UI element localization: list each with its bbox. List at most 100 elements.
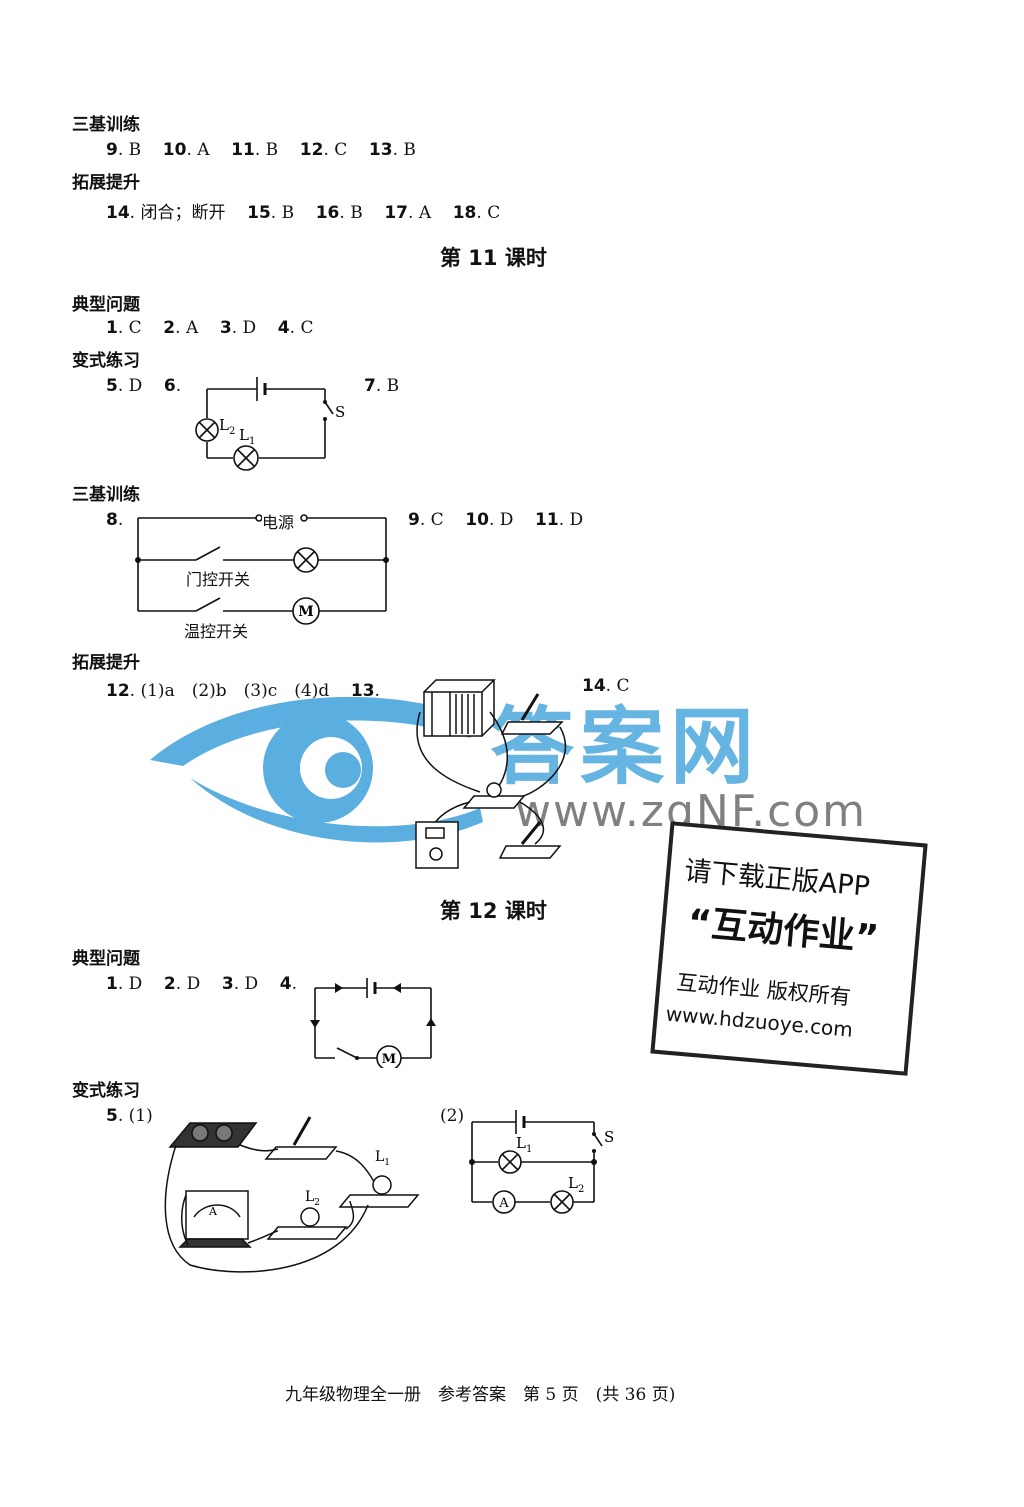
q-number: 6 <box>163 376 176 396</box>
answer: A <box>197 140 210 160</box>
lamp-label-L2: L2 <box>305 1189 320 1208</box>
q-number: 8 <box>106 510 118 530</box>
q-number: 4 <box>279 974 292 994</box>
circuit-diagram-8: M <box>135 514 389 625</box>
q-number: 3 <box>221 974 234 994</box>
q-number: 14 <box>582 676 606 696</box>
answer: D <box>569 510 584 530</box>
q-number: 13 <box>350 681 375 701</box>
answer: C <box>430 510 444 530</box>
q-number: 9 <box>408 510 420 530</box>
answer: A <box>418 203 432 223</box>
section-heading-dianxing-12: 典型问题 <box>72 949 140 969</box>
q-number: 18 <box>452 203 477 223</box>
q-number: 10 <box>162 140 187 160</box>
answer: B <box>403 140 416 160</box>
ammeter-label: A <box>208 1205 218 1218</box>
answer: B <box>281 203 295 223</box>
q-number: 17 <box>384 203 408 223</box>
q-number: 1 <box>106 974 118 994</box>
answer-line-5-6: 5. D 6. <box>106 376 182 396</box>
answer: C <box>616 676 630 696</box>
lesson-12-title: 第 12 课时 <box>440 899 547 923</box>
copyright-stamp: 请下载正版APP “互动作业” 互动作业 版权所有 www.hdzuoye.co… <box>650 821 928 1076</box>
answer: C <box>334 140 348 160</box>
q-number: 4 <box>277 318 290 338</box>
answer: 闭合；断开 <box>140 203 226 223</box>
q-number: 2 <box>163 974 176 994</box>
lamp-label-L1: L1 <box>516 1134 532 1155</box>
q-number: 10 <box>465 510 489 530</box>
q-number: 15 <box>247 203 271 223</box>
answer: B <box>350 203 363 223</box>
answer-line-1-4: 1. C 2. A 3. D 4. C <box>106 318 314 338</box>
circuit-diagram-6: L2 L1 S <box>195 377 345 471</box>
q-number: 5 <box>106 1106 118 1126</box>
temp-switch-label: 温控开关 <box>184 622 249 641</box>
motor-label: M <box>382 1052 396 1067</box>
lamp-label-L2: L2 <box>219 416 235 437</box>
lamp-label-L1: L1 <box>239 426 255 447</box>
answer: (1)a (2)b (3)c (4)d <box>140 681 330 701</box>
q-number: 12 <box>106 681 130 701</box>
answer-line-9-13: 9. B 10. A 11. B 12. C 13. B <box>106 140 416 160</box>
answer: C <box>300 318 314 338</box>
page-footer: 九年级物理全一册 参考答案 第 5 页 (共 36 页) <box>285 1385 676 1405</box>
lamp-label-L2: L2 <box>568 1174 584 1195</box>
q-number: 7 <box>364 376 376 396</box>
answer: B <box>386 376 400 396</box>
answer-line-1-4-12: 1. D 2. D 3. D 4. <box>106 974 298 994</box>
q-number: 16 <box>315 203 340 223</box>
lamp-label-L1: L1 <box>375 1149 390 1168</box>
answer: B <box>128 140 142 160</box>
ammeter-label: A <box>498 1196 509 1211</box>
q-number: 14 <box>106 203 130 223</box>
q-number: 3 <box>219 318 232 338</box>
section-heading-sanji: 三基训练 <box>72 115 140 135</box>
answer: C <box>487 203 501 223</box>
stamp-line-2: “互动作业” <box>686 902 881 960</box>
lesson-11-title: 第 11 课时 <box>440 246 547 270</box>
answer-line-9-11: 9. C 10. D 11. D <box>408 510 584 530</box>
circuit-diagram-12-4: M <box>310 978 436 1068</box>
section-heading-sanji-11: 三基训练 <box>72 485 140 505</box>
circuit-diagram-12-5-2: L1 L2 S A <box>469 1110 614 1214</box>
answer-line-14: 14. C <box>582 676 630 696</box>
power-source-label: 电源 <box>262 509 295 533</box>
switch-label-S: S <box>604 1128 614 1146</box>
watermark-logo <box>150 696 483 843</box>
q-number: 1 <box>106 318 118 338</box>
answer-line-5-12: 5. (1) <box>106 1106 153 1126</box>
answer: D <box>242 318 257 338</box>
answer: D <box>128 974 143 994</box>
section-heading-dianxing: 典型问题 <box>72 295 140 315</box>
motor-label: M <box>298 604 314 620</box>
answer-line-8: 8. <box>106 510 124 530</box>
switch-label-S: S <box>335 403 345 421</box>
answer-line-14-18: 14. 闭合；断开 15. B 16. B 17. A 18. C <box>106 203 501 223</box>
answer: D <box>186 974 201 994</box>
section-heading-tuozhan-11: 拓展提升 <box>72 653 140 673</box>
answer: D <box>499 510 514 530</box>
circuit-diagram-13 <box>415 679 567 869</box>
q-number: 11 <box>535 510 559 530</box>
answer: D <box>128 376 143 396</box>
q-number: 9 <box>106 140 118 160</box>
section-heading-bianshi-12: 变式练习 <box>72 1081 140 1101</box>
answer: C <box>128 318 142 338</box>
watermark-characters: 答案网 <box>490 698 761 796</box>
part-label: (1) <box>128 1106 153 1126</box>
q-number: 12 <box>299 140 324 160</box>
answer: A <box>185 318 199 338</box>
answer: D <box>244 974 259 994</box>
answer: B <box>265 140 279 160</box>
circuit-diagram-12-5-1: L1 L2 A <box>164 1116 420 1273</box>
q-number: 13 <box>368 140 393 160</box>
q-number: 2 <box>163 318 176 338</box>
answer-line-7: 7. B <box>364 376 400 396</box>
section-heading-tuozhan: 拓展提升 <box>72 173 140 193</box>
q-number: 11 <box>231 140 255 160</box>
q-number: 5 <box>106 376 118 396</box>
answer-line-12-13: 12. (1)a (2)b (3)c (4)d 13. <box>106 681 380 701</box>
part-2-label: (2) <box>440 1106 465 1126</box>
